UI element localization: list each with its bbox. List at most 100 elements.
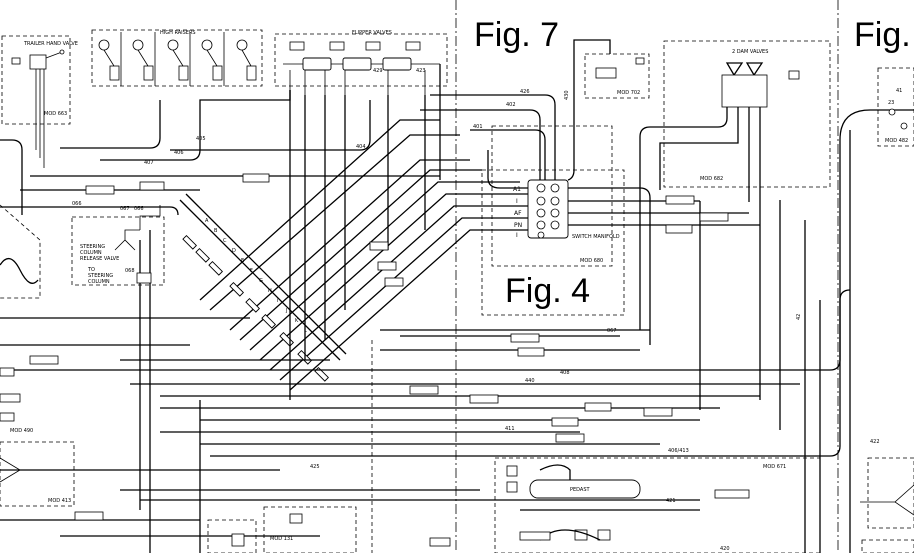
flipper-valves-label: FLIPPER VALVES: [352, 30, 392, 36]
mod-820-module: [861, 539, 914, 553]
wire-401: [470, 129, 546, 180]
svg-text:066: 066: [134, 206, 144, 212]
svg-text:430: 430: [564, 90, 570, 100]
mod-413-label: MOD 413: [48, 498, 71, 504]
svg-text:404: 404: [356, 144, 366, 150]
vertical-runs: [139, 64, 851, 553]
flipper-valve-blocks: [283, 41, 440, 95]
mod-682-label: MOD 682: [700, 176, 723, 182]
svg-text:B: B: [214, 228, 218, 234]
gauge-group: [98, 32, 257, 86]
trailer-hand-valve-label: TRAILER HAND VALVE: [23, 41, 78, 47]
to-steering-3: COLUMN: [88, 279, 110, 285]
mod-663-label: MOD 663: [44, 111, 67, 117]
mod-680-label: MOD 680: [580, 258, 603, 264]
steering-label-2: COLUMN: [80, 250, 102, 256]
dam-valves-module: [663, 40, 831, 188]
mod-131-module: [263, 506, 357, 553]
left-partial-module: [0, 204, 41, 299]
svg-text:K: K: [295, 318, 299, 324]
to-steering-2: STEERING: [88, 273, 113, 279]
valve-left-icon: [725, 62, 744, 77]
mod-490-label: MOD 490: [10, 428, 33, 434]
mod-482-label: MOD 482: [885, 138, 908, 144]
svg-text:425: 425: [310, 464, 320, 470]
figure-7-label: Fig. 7: [474, 16, 559, 54]
svg-text:C: C: [223, 238, 227, 244]
inline-connector-tags: [0, 173, 750, 547]
svg-text:42: 42: [796, 314, 802, 320]
mod-702-module: [584, 53, 650, 99]
svg-text:J: J: [285, 308, 287, 314]
port-a1: A1: [513, 186, 521, 193]
svg-text:F: F: [250, 268, 253, 274]
svg-text:I: I: [277, 298, 278, 304]
steering-label-3: RELEASE VALVE: [80, 256, 119, 262]
mod-671-module: [494, 457, 821, 553]
svg-text:405: 405: [196, 136, 206, 142]
pedal-label: PEDAST: [570, 487, 591, 493]
high-raisers-module: [91, 29, 263, 87]
svg-text:408: 408: [560, 370, 570, 376]
port-af: AF: [514, 210, 522, 217]
svg-text:067: 067: [607, 328, 617, 334]
steering-column-module: [71, 216, 165, 286]
steering-label-1: STEERING: [80, 244, 105, 250]
port-pn: PN: [514, 222, 522, 229]
svg-text:402: 402: [506, 102, 516, 108]
right-edge-module: [867, 457, 914, 529]
figure-right-label: Fig.: [854, 16, 911, 54]
svg-text:G: G: [259, 278, 263, 284]
svg-text:E: E: [241, 258, 244, 264]
svg-text:068: 068: [125, 268, 135, 274]
svg-text:H: H: [268, 288, 272, 294]
svg-text:066: 066: [72, 201, 82, 207]
harness-bundle-connectors: [182, 234, 330, 382]
svg-text:41: 41: [896, 88, 902, 94]
mod-702-label: MOD 702: [617, 90, 640, 96]
flipper-valves-module: [274, 33, 448, 87]
svg-text:440: 440: [525, 378, 535, 384]
wire-056: [420, 109, 541, 180]
trailer-hand-valve: [29, 54, 47, 70]
wire-426: [430, 94, 556, 180]
wire-number-labels: 407 406 405 404 401 066 067 068 426 430 …: [72, 68, 902, 504]
port-i: I: [516, 198, 518, 205]
high-raisers-label: HIGH RAISERS: [160, 30, 196, 36]
switch-manifold-label: SWITCH MANIFOLD: [572, 234, 620, 240]
diagonal-harness: [179, 119, 528, 391]
mod-482-module: [877, 67, 914, 147]
dam-valves-label: 2 DAM VALVES: [732, 49, 768, 55]
mod-413-module: [0, 441, 75, 507]
svg-text:23: 23: [888, 100, 894, 106]
svg-text:406/413: 406/413: [668, 448, 689, 454]
svg-text:421: 421: [666, 498, 676, 504]
fig-4-region: [481, 169, 625, 316]
horizontal-buses: [0, 90, 914, 537]
svg-text:422: 422: [870, 439, 880, 445]
svg-text:407: 407: [144, 160, 154, 166]
svg-text:406: 406: [174, 150, 184, 156]
valve-right-icon: [745, 62, 764, 77]
manifold-ports: [536, 183, 560, 239]
pedal-unit: [529, 479, 641, 499]
switch-manifold-module: [491, 125, 613, 267]
port-i2: I: [516, 232, 518, 239]
svg-text:426: 426: [520, 89, 530, 95]
switch-manifold: [527, 179, 569, 239]
dam-valve-body: [721, 74, 768, 108]
mod-131-label: MOD 131: [270, 536, 293, 542]
svg-text:067: 067: [120, 206, 130, 212]
svg-text:420: 420: [720, 546, 730, 552]
svg-text:423: 423: [416, 68, 426, 74]
svg-text:411: 411: [505, 426, 515, 432]
figure-4-label: Fig. 4: [505, 272, 590, 310]
mod-671-label: MOD 671: [763, 464, 786, 470]
svg-text:D: D: [232, 248, 236, 254]
svg-text:429: 429: [373, 68, 383, 74]
svg-text:401: 401: [473, 124, 483, 130]
to-steering-1: TO: [87, 267, 95, 273]
svg-text:A: A: [205, 218, 209, 224]
bottom-left-module: [207, 519, 257, 553]
